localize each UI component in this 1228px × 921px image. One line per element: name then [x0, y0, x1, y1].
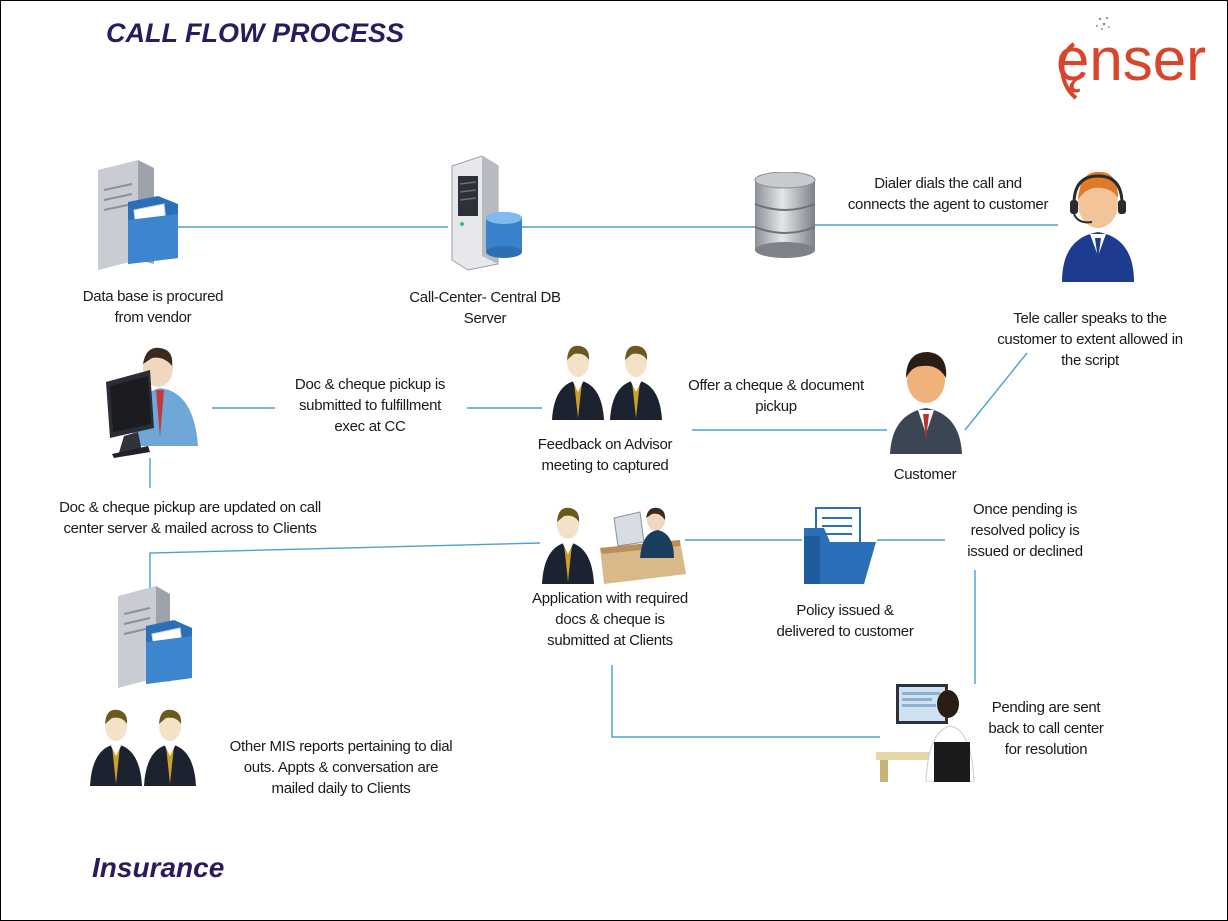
- central-db-server-icon: [448, 152, 524, 277]
- footer-title: Insurance: [92, 852, 225, 883]
- fulfillment-exec-computer-icon: [102, 342, 212, 463]
- logo-dot: [1108, 26, 1110, 28]
- logo-dot: [1098, 17, 1102, 21]
- enser-logo: ęnser: [1056, 14, 1216, 104]
- mis-server-icon: [118, 586, 194, 695]
- application-desk-icon: [540, 498, 688, 589]
- logo-dot: [1102, 22, 1106, 26]
- page-title: CALL FLOW PROCESS: [106, 18, 405, 48]
- vendor-server-icon: [98, 160, 180, 277]
- customer-icon: [888, 344, 964, 459]
- logo-dot: [1096, 25, 1098, 27]
- logo-text: ęnser: [1056, 26, 1206, 93]
- policy-folder-icon: [800, 506, 880, 591]
- logo-swoosh: [1060, 42, 1078, 100]
- call-center-workstation-icon: [876, 682, 976, 787]
- label-policy-issued: Policy issued &delivered to customer: [776, 602, 914, 640]
- logo-dot: [1101, 28, 1103, 30]
- dialer-database-icon: [753, 171, 817, 263]
- label-customer: Customer: [893, 466, 957, 483]
- clients-pair-icon: [88, 700, 200, 791]
- agent-headset-icon: [1058, 160, 1138, 287]
- advisors-pair-icon: [548, 340, 668, 425]
- logo-dot: [1105, 16, 1109, 20]
